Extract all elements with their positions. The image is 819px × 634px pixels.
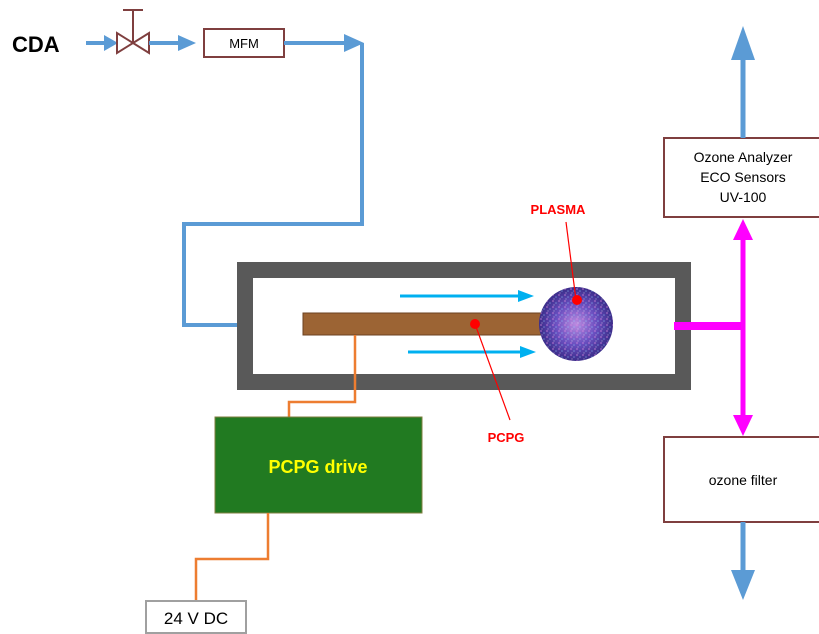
ozone-analyzer-maker: ECO Sensors bbox=[700, 169, 786, 185]
electrode-power-wire bbox=[287, 335, 357, 417]
chamber-inlet-gas-line bbox=[182, 43, 364, 327]
cda-label: CDA bbox=[12, 32, 60, 57]
plasma-glow-icon bbox=[539, 287, 613, 361]
ozone-analyzer-model: UV-100 bbox=[720, 189, 767, 205]
ozone-filter-box[interactable]: ozone filter bbox=[663, 436, 819, 523]
dc-supply-wire bbox=[194, 513, 270, 601]
pcpg-drive-box[interactable]: PCPG drive bbox=[214, 416, 423, 514]
ozone-filter-label: ozone filter bbox=[709, 472, 778, 488]
power-supply-box[interactable]: 24 V DC bbox=[145, 600, 247, 634]
ozone-analyzer-name: Ozone Analyzer bbox=[694, 149, 793, 165]
chamber-flow-arrow-bottom bbox=[408, 346, 536, 358]
cda-flow-arrowhead bbox=[104, 35, 118, 51]
mfm-outlet-arrowhead bbox=[344, 34, 364, 52]
mfm-flow-arrowhead bbox=[178, 35, 196, 51]
pcpg-label: PCPG bbox=[488, 430, 525, 445]
power-supply-label: 24 V DC bbox=[164, 609, 228, 628]
to-analyzer-arrowhead bbox=[733, 219, 753, 240]
analyzer-exhaust-arrowhead bbox=[731, 26, 755, 60]
ozone-analyzer-box[interactable]: Ozone Analyzer ECO Sensors UV-100 bbox=[663, 137, 819, 218]
plasma-label: PLASMA bbox=[531, 202, 587, 217]
mfm-label: MFM bbox=[229, 36, 259, 51]
pcpg-drive-label: PCPG drive bbox=[268, 457, 367, 477]
mfm-box[interactable]: MFM bbox=[203, 28, 285, 58]
needle-valve-icon[interactable] bbox=[116, 9, 150, 55]
chamber-flow-arrow-top bbox=[400, 290, 534, 302]
plasma-marker-dot bbox=[572, 295, 582, 305]
pcpg-electrode bbox=[302, 312, 552, 336]
to-filter-arrowhead bbox=[733, 415, 753, 436]
plasma-leader-line bbox=[565, 221, 577, 301]
pcpg-leader-line bbox=[474, 323, 511, 421]
filter-exhaust-arrowhead bbox=[731, 570, 755, 600]
